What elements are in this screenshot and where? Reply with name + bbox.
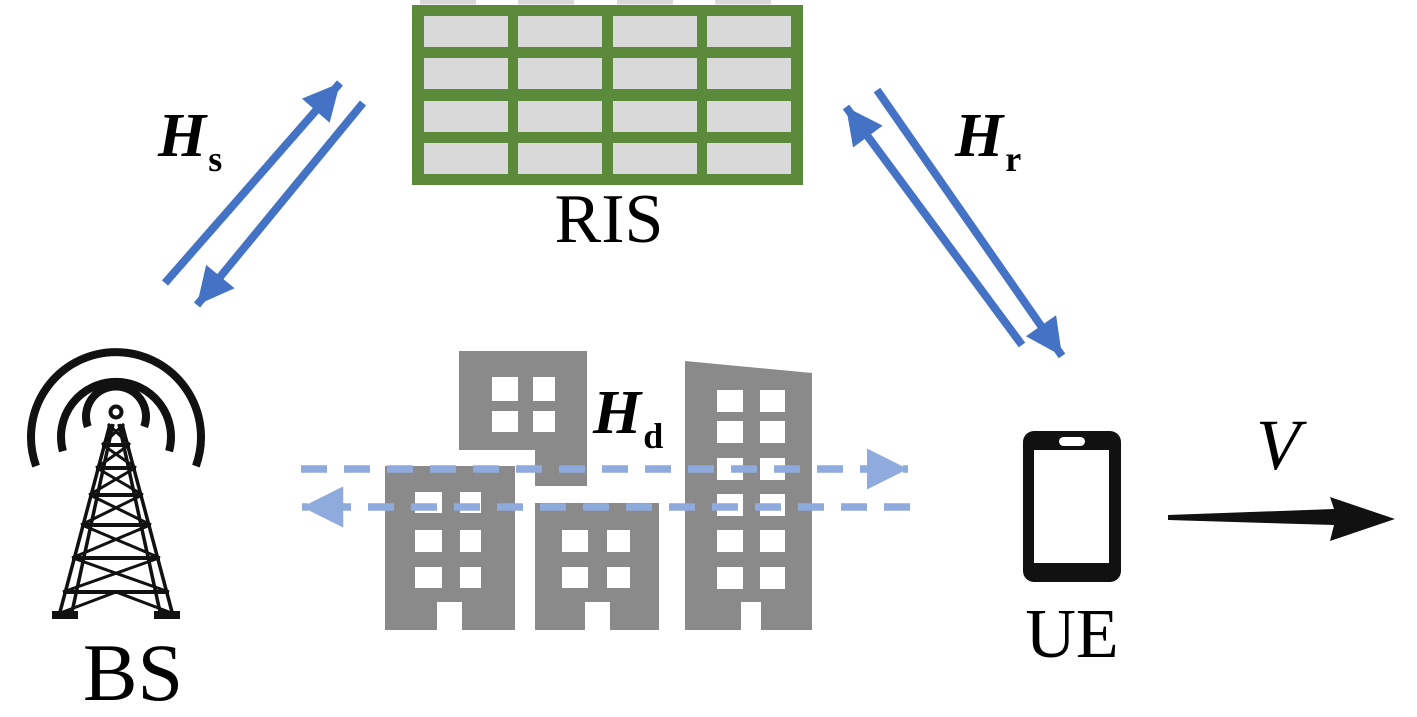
ue-label: UE <box>1025 596 1119 673</box>
building-windows <box>492 377 555 432</box>
channel-symbol: H <box>158 102 207 170</box>
channel-label-hs: Hs <box>158 102 222 177</box>
building-left <box>385 466 515 630</box>
radio-waves-icon <box>27 348 205 468</box>
channel-symbol: H <box>955 102 1004 170</box>
direct-path-arrows <box>301 448 910 528</box>
building-door <box>585 602 610 630</box>
lattice-tower <box>52 404 180 619</box>
building-windows <box>562 530 630 588</box>
bs-tower-icon <box>27 348 205 619</box>
ris-ue-link-arrows <box>842 87 1066 359</box>
channel-label-hr: Hr <box>955 102 1021 177</box>
ris-to-bs-arrow <box>193 100 367 308</box>
bs-ris-link-arrows <box>161 80 367 308</box>
bs-label: BS <box>82 627 184 717</box>
channel-symbol: H <box>593 379 642 447</box>
building-top <box>459 351 587 486</box>
buildings-icon <box>385 351 812 630</box>
phone-speaker <box>1059 437 1085 446</box>
channel-subscript: r <box>1005 139 1022 179</box>
velocity-arrow <box>1168 497 1395 541</box>
ris-to-ue-arrow <box>873 87 1066 359</box>
ue-phone-icon <box>1023 431 1121 582</box>
ue-to-ris-arrow <box>842 104 1026 348</box>
velocity-label: V <box>1256 405 1300 485</box>
phone-screen <box>1034 450 1109 563</box>
ris-panel-icon <box>412 0 803 185</box>
channel-label-hd: Hd <box>593 379 663 454</box>
bs-to-ris-arrow <box>161 80 344 286</box>
channel-subscript: s <box>208 139 223 179</box>
building-door <box>741 602 761 630</box>
ris-label: RIS <box>554 181 664 258</box>
channel-subscript: d <box>643 416 664 456</box>
ris-elements-grid <box>424 16 791 174</box>
building-middle <box>535 503 659 630</box>
building-right <box>685 361 812 630</box>
building-door <box>437 602 462 630</box>
